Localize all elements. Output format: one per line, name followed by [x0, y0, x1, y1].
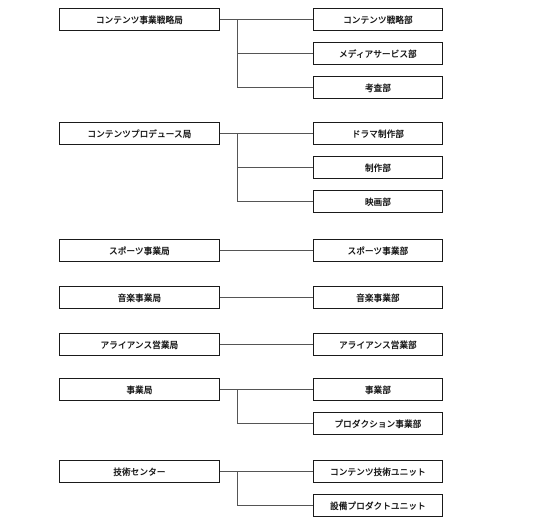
connector-line [220, 297, 313, 298]
department-box: コンテンツ戦略部 [313, 8, 443, 31]
bureau-box: 技術センター [59, 460, 220, 483]
department-box: メディアサービス部 [313, 42, 443, 65]
department-box: 考査部 [313, 76, 443, 99]
department-box: コンテンツ技術ユニット [313, 460, 443, 483]
connector-line [237, 201, 313, 202]
bureau-box: コンテンツプロデュース局 [59, 122, 220, 145]
department-box: 設備プロダクトユニット [313, 494, 443, 517]
connector-trunk [236, 471, 238, 506]
connector-trunk [236, 19, 238, 88]
connector-trunk [236, 389, 238, 424]
department-box: 制作部 [313, 156, 443, 179]
department-box: スポーツ事業部 [313, 239, 443, 262]
connector-line [237, 53, 313, 54]
connector-line [237, 505, 313, 506]
connector-line [237, 87, 313, 88]
connector-line [220, 19, 313, 20]
connector-line [220, 389, 313, 390]
bureau-box: アライアンス営業局 [59, 333, 220, 356]
connector-line [237, 167, 313, 168]
department-box: 事業部 [313, 378, 443, 401]
bureau-box: 事業局 [59, 378, 220, 401]
bureau-box: スポーツ事業局 [59, 239, 220, 262]
bureau-box: 音楽事業局 [59, 286, 220, 309]
bureau-box: コンテンツ事業戦略局 [59, 8, 220, 31]
connector-line [220, 250, 313, 251]
connector-line [237, 423, 313, 424]
department-box: 映画部 [313, 190, 443, 213]
connector-line [220, 471, 313, 472]
connector-trunk [236, 133, 238, 202]
department-box: プロダクション事業部 [313, 412, 443, 435]
department-box: ドラマ制作部 [313, 122, 443, 145]
connector-line [220, 133, 313, 134]
connector-line [220, 344, 313, 345]
department-box: 音楽事業部 [313, 286, 443, 309]
department-box: アライアンス営業部 [313, 333, 443, 356]
